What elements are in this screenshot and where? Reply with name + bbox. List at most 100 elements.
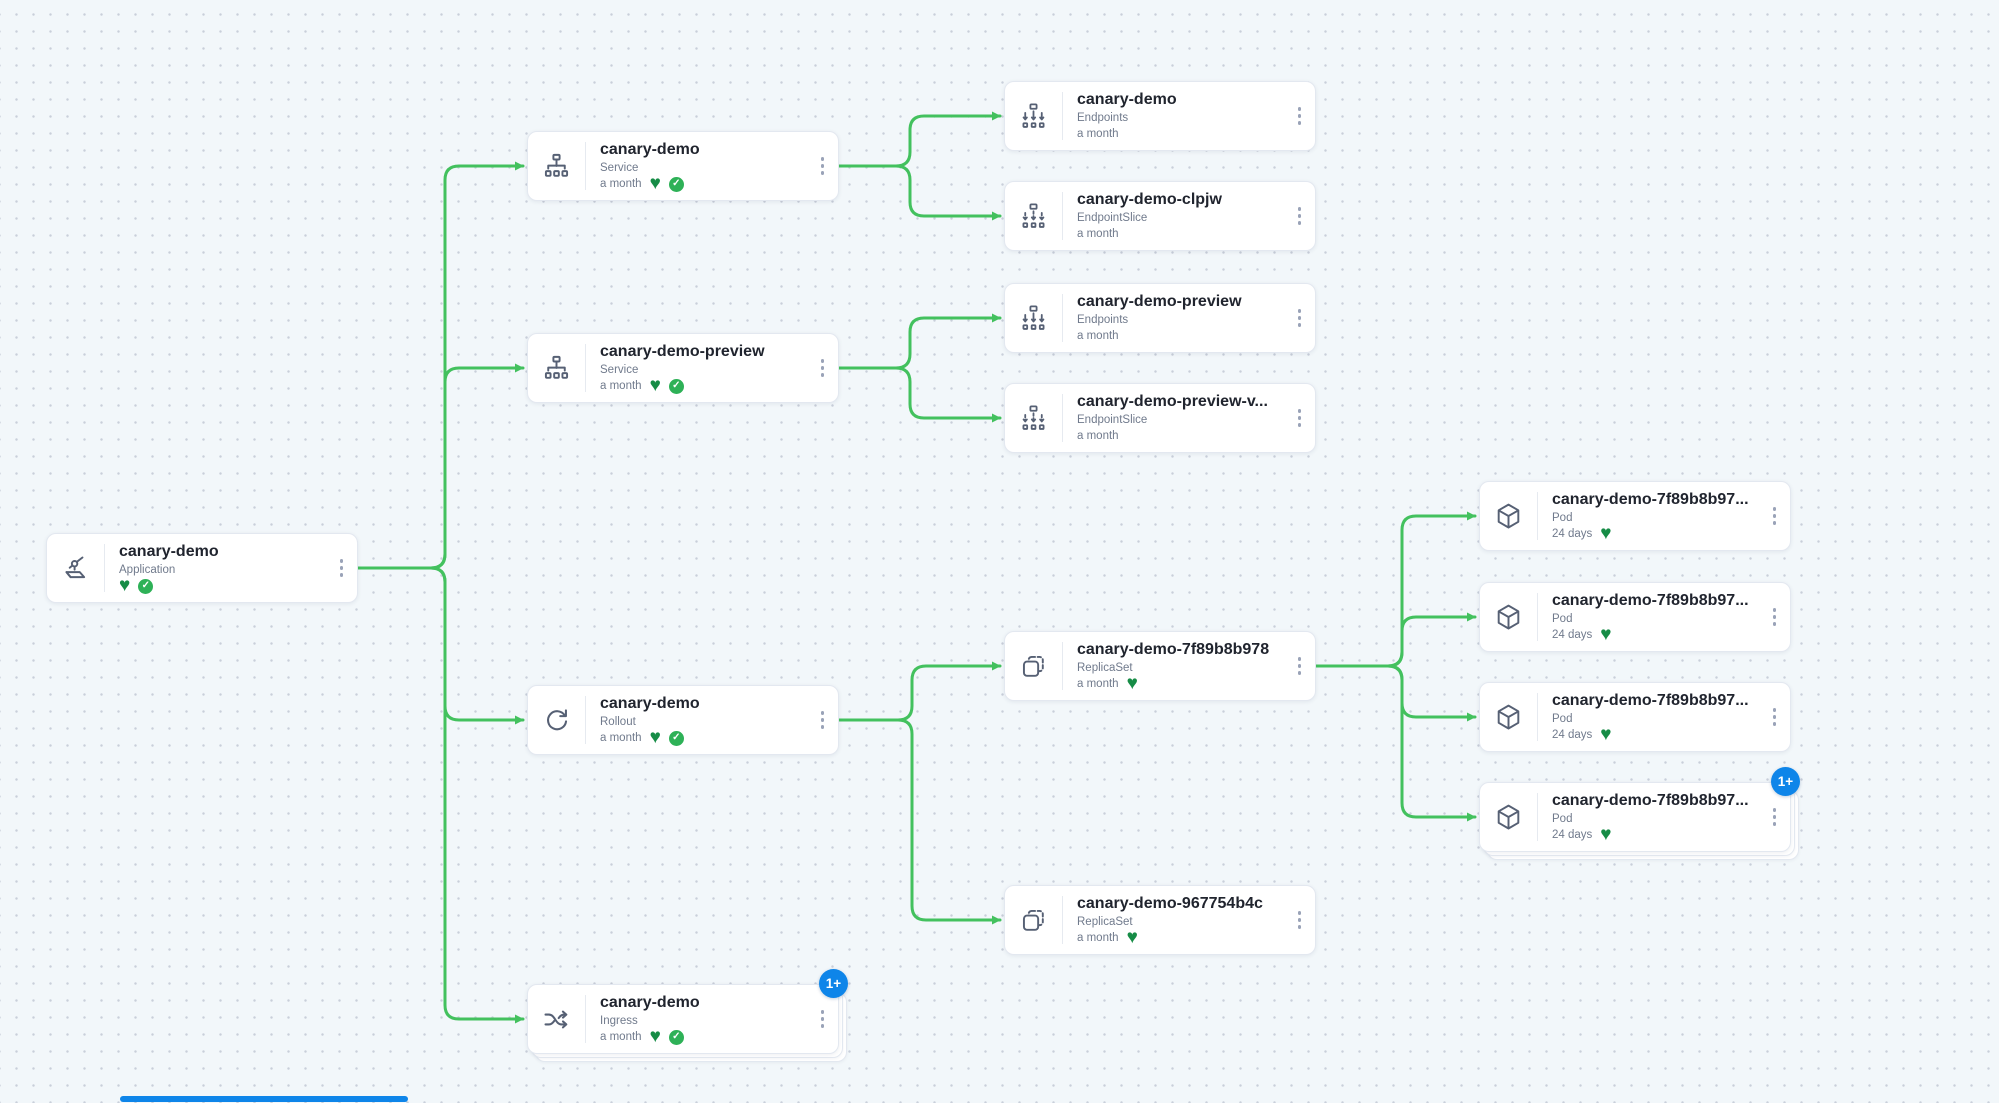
card-text: canary-demo-preview Service a month ♥ ✓ <box>586 334 815 402</box>
node-menu-button[interactable] <box>1292 651 1316 681</box>
node-pod-1[interactable]: canary-demo-7f89b8b97... Pod 24 days ♥ <box>1479 481 1791 551</box>
resource-card[interactable]: canary-demo-7f89b8b97... Pod 24 days ♥ <box>1479 782 1791 852</box>
node-meta: a month <box>1077 329 1292 344</box>
node-meta: a month ♥ ✓ <box>600 374 815 396</box>
card-divider <box>1062 294 1063 342</box>
node-menu-button[interactable] <box>815 1004 839 1034</box>
node-menu-button[interactable] <box>334 553 358 583</box>
node-menu-button[interactable] <box>1292 403 1316 433</box>
node-age: 24 days <box>1552 629 1593 641</box>
node-ingress[interactable]: canary-demo Ingress a month ♥ ✓ 1+ <box>527 969 848 1054</box>
node-kind: Service <box>600 162 639 175</box>
node-title: canary-demo-preview-v... <box>1077 393 1268 411</box>
card-text: canary-demo Rollout a month ♥ ✓ <box>586 686 815 754</box>
node-age: a month <box>1077 330 1119 342</box>
node-pod-2[interactable]: canary-demo-7f89b8b97... Pod 24 days ♥ <box>1479 582 1791 652</box>
healthy-heart-icon: ♥ <box>1600 823 1612 845</box>
node-kind: ReplicaSet <box>1077 916 1133 929</box>
node-rs-new[interactable]: canary-demo-7f89b8b978 ReplicaSet a mont… <box>1004 631 1316 701</box>
node-menu-button[interactable] <box>815 353 839 383</box>
resource-card[interactable]: canary-demo Rollout a month ♥ ✓ <box>527 685 839 755</box>
node-pod-4[interactable]: canary-demo-7f89b8b97... Pod 24 days ♥ 1… <box>1479 767 1800 852</box>
synced-check-icon: ✓ <box>668 730 684 746</box>
node-meta: a month ♥ ✓ <box>600 1025 815 1047</box>
card-text: canary-demo Service a month ♥ ✓ <box>586 132 815 200</box>
count-badge[interactable]: 1+ <box>819 969 848 998</box>
card-divider <box>1062 394 1063 442</box>
card-text: canary-demo-7f89b8b97... Pod 24 days ♥ <box>1538 482 1767 550</box>
resource-kind-icon-slot <box>1005 384 1062 452</box>
node-ep-canary[interactable]: canary-demo Endpoints a month <box>1004 81 1316 151</box>
resource-kind-icon-slot <box>528 686 585 754</box>
resource-card[interactable]: canary-demo-preview-v... EndpointSlice a… <box>1004 383 1316 453</box>
healthy-heart-icon: ♥ <box>649 1025 661 1047</box>
pod-icon <box>1497 604 1520 629</box>
node-menu-button[interactable] <box>1292 303 1316 333</box>
count-badge[interactable]: 1+ <box>1771 767 1800 796</box>
node-age: a month <box>1077 932 1119 944</box>
resource-card[interactable]: canary-demo Service a month ♥ ✓ <box>527 131 839 201</box>
node-menu-button[interactable] <box>815 151 839 181</box>
resource-card[interactable]: canary-demo-7f89b8b97... Pod 24 days ♥ <box>1479 481 1791 551</box>
node-title: canary-demo-clpjw <box>1077 191 1222 209</box>
healthy-heart-icon: ♥ <box>119 574 131 596</box>
resource-card[interactable]: canary-demo-clpjw EndpointSlice a month <box>1004 181 1316 251</box>
node-meta: a month <box>1077 227 1292 242</box>
node-title: canary-demo-7f89b8b978 <box>1077 641 1270 659</box>
node-title: canary-demo <box>119 543 219 561</box>
node-age: a month <box>600 732 642 744</box>
healthy-heart-icon: ♥ <box>649 374 661 396</box>
node-pod-3[interactable]: canary-demo-7f89b8b97... Pod 24 days ♥ <box>1479 682 1791 752</box>
card-divider <box>1062 642 1063 690</box>
node-rs-old[interactable]: canary-demo-967754b4c ReplicaSet a month… <box>1004 885 1316 955</box>
resource-card[interactable]: canary-demo Ingress a month ♥ ✓ <box>527 984 839 1054</box>
node-age: 24 days <box>1552 528 1593 540</box>
resource-kind-icon-slot <box>528 334 585 402</box>
node-age: a month <box>600 178 642 190</box>
resource-card[interactable]: canary-demo-preview Endpoints a month <box>1004 283 1316 353</box>
node-title: canary-demo-7f89b8b97... <box>1552 792 1749 810</box>
horizontal-scrollbar[interactable] <box>120 1096 408 1102</box>
resource-card[interactable]: canary-demo-7f89b8b97... Pod 24 days ♥ <box>1479 582 1791 652</box>
node-menu-button[interactable] <box>1767 802 1791 832</box>
card-text: canary-demo Endpoints a month <box>1063 82 1292 150</box>
node-kind: Pod <box>1552 512 1573 525</box>
node-kind: Pod <box>1552 613 1573 626</box>
node-title: canary-demo <box>1077 91 1177 109</box>
pod-icon <box>1497 503 1520 528</box>
node-kind: Endpoints <box>1077 314 1129 327</box>
card-text: canary-demo-preview-v... EndpointSlice a… <box>1063 384 1292 452</box>
replicaset-icon <box>1022 655 1044 677</box>
resource-card[interactable]: canary-demo-7f89b8b97... Pod 24 days ♥ <box>1479 682 1791 752</box>
node-menu-button[interactable] <box>1292 905 1316 935</box>
card-text: canary-demo-clpjw EndpointSlice a month <box>1063 182 1292 250</box>
node-menu-button[interactable] <box>1292 201 1316 231</box>
endpointslice-icon <box>1022 202 1045 228</box>
node-menu-button[interactable] <box>1767 501 1791 531</box>
resource-card[interactable]: canary-demo-7f89b8b978 ReplicaSet a mont… <box>1004 631 1316 701</box>
resource-card[interactable]: canary-demo-preview Service a month ♥ ✓ <box>527 333 839 403</box>
node-rollout[interactable]: canary-demo Rollout a month ♥ ✓ <box>527 685 839 755</box>
card-text: canary-demo-preview Endpoints a month <box>1063 284 1292 352</box>
node-kind: EndpointSlice <box>1077 212 1148 225</box>
node-ep-preview[interactable]: canary-demo-preview Endpoints a month <box>1004 283 1316 353</box>
node-menu-button[interactable] <box>1292 101 1316 131</box>
node-svc-preview[interactable]: canary-demo-preview Service a month ♥ ✓ <box>527 333 839 403</box>
node-eps-preview[interactable]: canary-demo-preview-v... EndpointSlice a… <box>1004 383 1316 453</box>
node-meta: a month ♥ ✓ <box>600 728 815 747</box>
node-menu-button[interactable] <box>815 705 839 735</box>
node-app[interactable]: canary-demo Application ♥ ✓ <box>46 533 358 603</box>
resource-card[interactable]: canary-demo Application ♥ ✓ <box>46 533 358 603</box>
node-svc-canary[interactable]: canary-demo Service a month ♥ ✓ <box>527 131 839 201</box>
node-eps-canary[interactable]: canary-demo-clpjw EndpointSlice a month <box>1004 181 1316 251</box>
card-divider <box>1062 896 1063 944</box>
healthy-heart-icon: ♥ <box>1600 723 1612 745</box>
resource-kind-icon-slot <box>528 985 585 1053</box>
resource-card[interactable]: canary-demo Endpoints a month <box>1004 81 1316 151</box>
resource-card[interactable]: canary-demo-967754b4c ReplicaSet a month… <box>1004 885 1316 955</box>
card-text: canary-demo-7f89b8b97... Pod 24 days ♥ <box>1538 683 1767 751</box>
synced-check-icon: ✓ <box>138 578 154 594</box>
node-menu-button[interactable] <box>1767 702 1791 732</box>
node-menu-button[interactable] <box>1767 602 1791 632</box>
